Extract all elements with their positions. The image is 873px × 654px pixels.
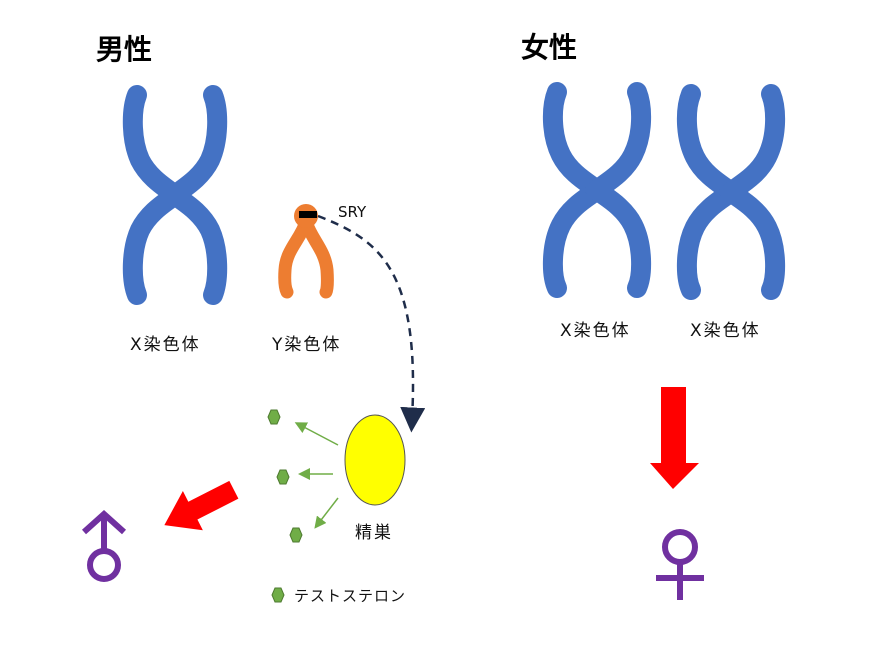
- testis: [344, 414, 406, 506]
- testosterone-molecule: [267, 409, 281, 425]
- male-x-chromosome: [122, 85, 228, 305]
- testosterone-molecule: [276, 469, 290, 485]
- male-x-chromosome-label: X染色体: [130, 335, 201, 355]
- hormone-arrow-1: [294, 422, 339, 446]
- testis-label: 精巣: [355, 523, 393, 543]
- female-x-chromosome-1: [542, 82, 652, 298]
- sry-marker: [299, 211, 317, 218]
- female-title: 女性: [521, 31, 578, 64]
- testosterone-legend-label: テストステロン: [294, 587, 407, 605]
- sry-label: SRY: [338, 203, 367, 221]
- sry-dashed-arrow: [317, 214, 426, 433]
- female-x-chromosome-label-2: X染色体: [690, 321, 761, 341]
- female-x-chromosome-label-1: X染色体: [560, 321, 631, 341]
- male-result-arrow: [164, 480, 239, 531]
- y-chromosome: [278, 204, 334, 299]
- legend-hexagon-icon: [271, 587, 285, 603]
- y-chromosome-label: Y染色体: [272, 335, 342, 355]
- male-title: 男性: [96, 33, 153, 66]
- female-symbol-icon: [656, 529, 704, 600]
- female-x-chromosome-2: [676, 84, 786, 300]
- testosterone-molecule: [289, 527, 303, 543]
- male-symbol-icon: [81, 509, 127, 582]
- female-result-arrow: [650, 387, 699, 489]
- hormone-arrow-3: [314, 497, 339, 529]
